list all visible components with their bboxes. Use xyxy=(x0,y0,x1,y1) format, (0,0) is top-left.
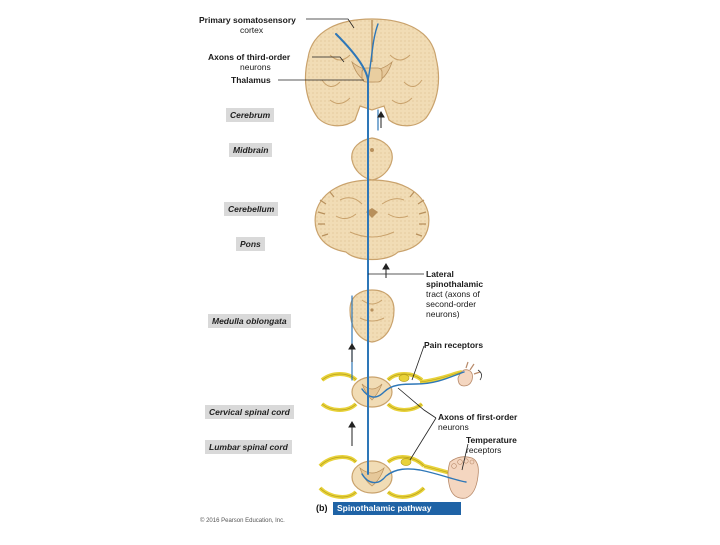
primary-cortex-label-line2: cortex xyxy=(240,25,264,35)
lumbar-cord-section xyxy=(318,455,463,499)
medulla-region-tag: Medulla oblongata xyxy=(208,314,291,328)
leader-lines xyxy=(278,18,469,471)
pain-receptors-label: Pain receptors xyxy=(424,340,484,350)
copyright-notice: © 2016 Pearson Education, Inc. xyxy=(200,518,285,524)
pathway-title-banner: Spinothalamic pathway xyxy=(333,502,461,515)
pons-region-tag: Pons xyxy=(236,237,265,251)
axons-first-order-label-line2: neurons xyxy=(438,422,469,432)
axons-third-order-label: Axons of third-order xyxy=(208,52,291,62)
lateral-tract-label-line3: tract (axons of xyxy=(426,289,480,299)
figure-letter: (b) xyxy=(316,503,328,513)
cerebrum-section xyxy=(304,18,440,127)
cerebellum-pons-section xyxy=(314,179,430,261)
lateral-tract-label-line4: second-order xyxy=(426,299,477,309)
axons-third-order-label-line2: neurons xyxy=(240,62,271,72)
primary-cortex-label: Primary somatosensory xyxy=(199,15,296,25)
lateral-tract-label-line5: neurons) xyxy=(426,309,460,319)
thalamus-label: Thalamus xyxy=(231,75,271,85)
temperature-receptors-label: Temperature xyxy=(466,435,517,445)
axons-first-order-label: Axons of first-order xyxy=(438,412,518,422)
temperature-receptors-label-line2: receptors xyxy=(466,445,502,455)
midbrain-section xyxy=(351,137,393,181)
lumbar-region-tag: Lumbar spinal cord xyxy=(205,440,292,454)
foot-illustration xyxy=(447,456,479,499)
midbrain-region-tag: Midbrain xyxy=(229,143,273,157)
ascending-arrows xyxy=(348,111,390,446)
lateral-tract-label: Lateral xyxy=(426,269,454,279)
cerebellum-region-tag: Cerebellum xyxy=(224,202,279,216)
spinothalamic-pathway-lines xyxy=(335,23,467,484)
medulla-section xyxy=(349,289,395,343)
lateral-tract-label-line2: spinothalamic xyxy=(426,279,484,289)
cervical-region-tag: Cervical spinal cord xyxy=(205,405,294,419)
cerebrum-region-tag: Cerebrum xyxy=(226,108,275,122)
hand-illustration xyxy=(457,361,482,387)
cervical-cord-section xyxy=(320,370,463,412)
